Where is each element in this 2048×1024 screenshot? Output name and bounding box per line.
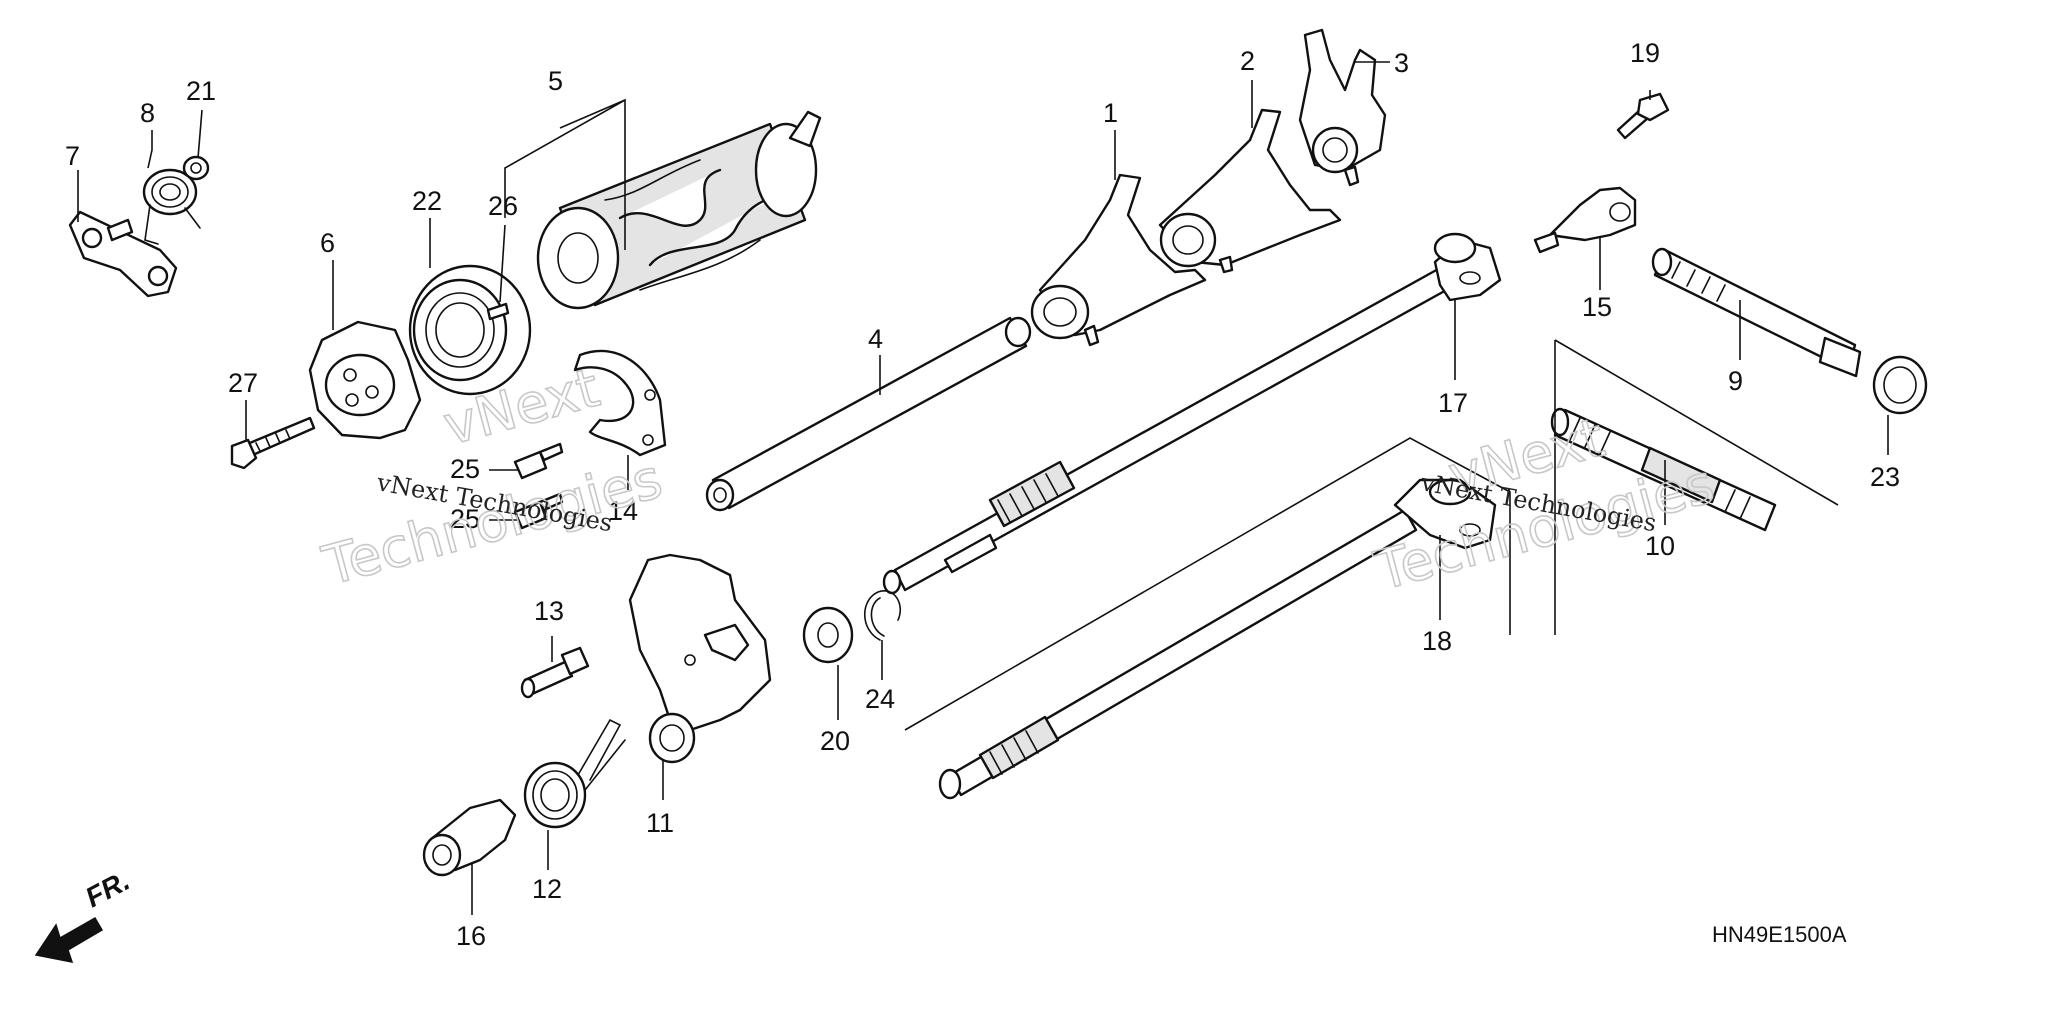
callout-numbers: 7 8 21 6 27 22 5 26 1 2 3 4 17 19 15 9 2… [65, 38, 1900, 951]
callout-25-upper: 25 [450, 454, 480, 484]
callout-23: 23 [1870, 462, 1900, 492]
diagram-code: HN49E1500A [1712, 922, 1847, 947]
part-13-bolt [520, 646, 590, 699]
callout-3: 3 [1394, 48, 1409, 78]
callout-9: 9 [1728, 366, 1743, 396]
callout-27: 27 [228, 368, 258, 398]
callout-24: 24 [865, 684, 895, 714]
callout-21: 21 [186, 76, 216, 106]
front-marker-label: FR. [80, 865, 134, 914]
part-24-circlip [864, 590, 902, 641]
callout-17: 17 [1438, 388, 1468, 418]
part-1-shift-fork [1030, 173, 1207, 347]
callout-2: 2 [1240, 46, 1255, 76]
part-11-shift-plate [628, 553, 772, 764]
part-14-plate [573, 349, 667, 457]
part-6-drum-cam [308, 320, 422, 440]
front-direction-arrow: FR. [34, 865, 135, 963]
part-20-washer [802, 606, 854, 664]
callout-8: 8 [140, 98, 155, 128]
callout-18: 18 [1422, 626, 1452, 656]
callout-16: 16 [456, 921, 486, 951]
part-5-shift-drum [536, 110, 822, 310]
part-19-bolt [1616, 92, 1670, 140]
callout-15: 15 [1582, 292, 1612, 322]
callout-1: 1 [1103, 98, 1118, 128]
part-7-stopper-plate [68, 210, 178, 298]
callout-6: 6 [320, 228, 335, 258]
part-9-shaft [1651, 247, 1862, 378]
part-17-gearshift-spindle [882, 232, 1502, 595]
part-12-spring [523, 718, 626, 829]
callout-19: 19 [1630, 38, 1660, 68]
part-27-bolt [230, 416, 316, 470]
callout-7: 7 [65, 141, 80, 171]
callout-11: 11 [646, 808, 674, 838]
callout-13: 13 [534, 596, 564, 626]
part-23-oil-seal [1872, 355, 1928, 415]
part-22-bearing [408, 264, 532, 396]
callout-4: 4 [868, 324, 883, 354]
callout-26: 26 [488, 191, 518, 221]
part-21-washer [182, 155, 210, 181]
part-26-pin [486, 302, 510, 321]
part-25-screws [513, 442, 564, 530]
callout-5: 5 [548, 66, 563, 96]
callout-12: 12 [532, 874, 562, 904]
callout-leaders [77, 61, 1889, 915]
part-3-shift-fork [1298, 28, 1387, 187]
part-8-spring [142, 168, 201, 245]
callout-10: 10 [1645, 531, 1675, 561]
callout-25-lower: 25 [450, 504, 480, 534]
part-4-shaft [705, 316, 1032, 512]
callout-14: 14 [608, 496, 638, 526]
reference-lines [904, 339, 1839, 731]
part-2-shift-fork [1158, 108, 1342, 274]
part-15-shift-arm [1533, 186, 1637, 254]
callout-20: 20 [820, 726, 850, 756]
callout-22: 22 [412, 186, 442, 216]
part-16-arm [422, 798, 517, 877]
part-18-gearshift-spindle [938, 478, 1497, 800]
